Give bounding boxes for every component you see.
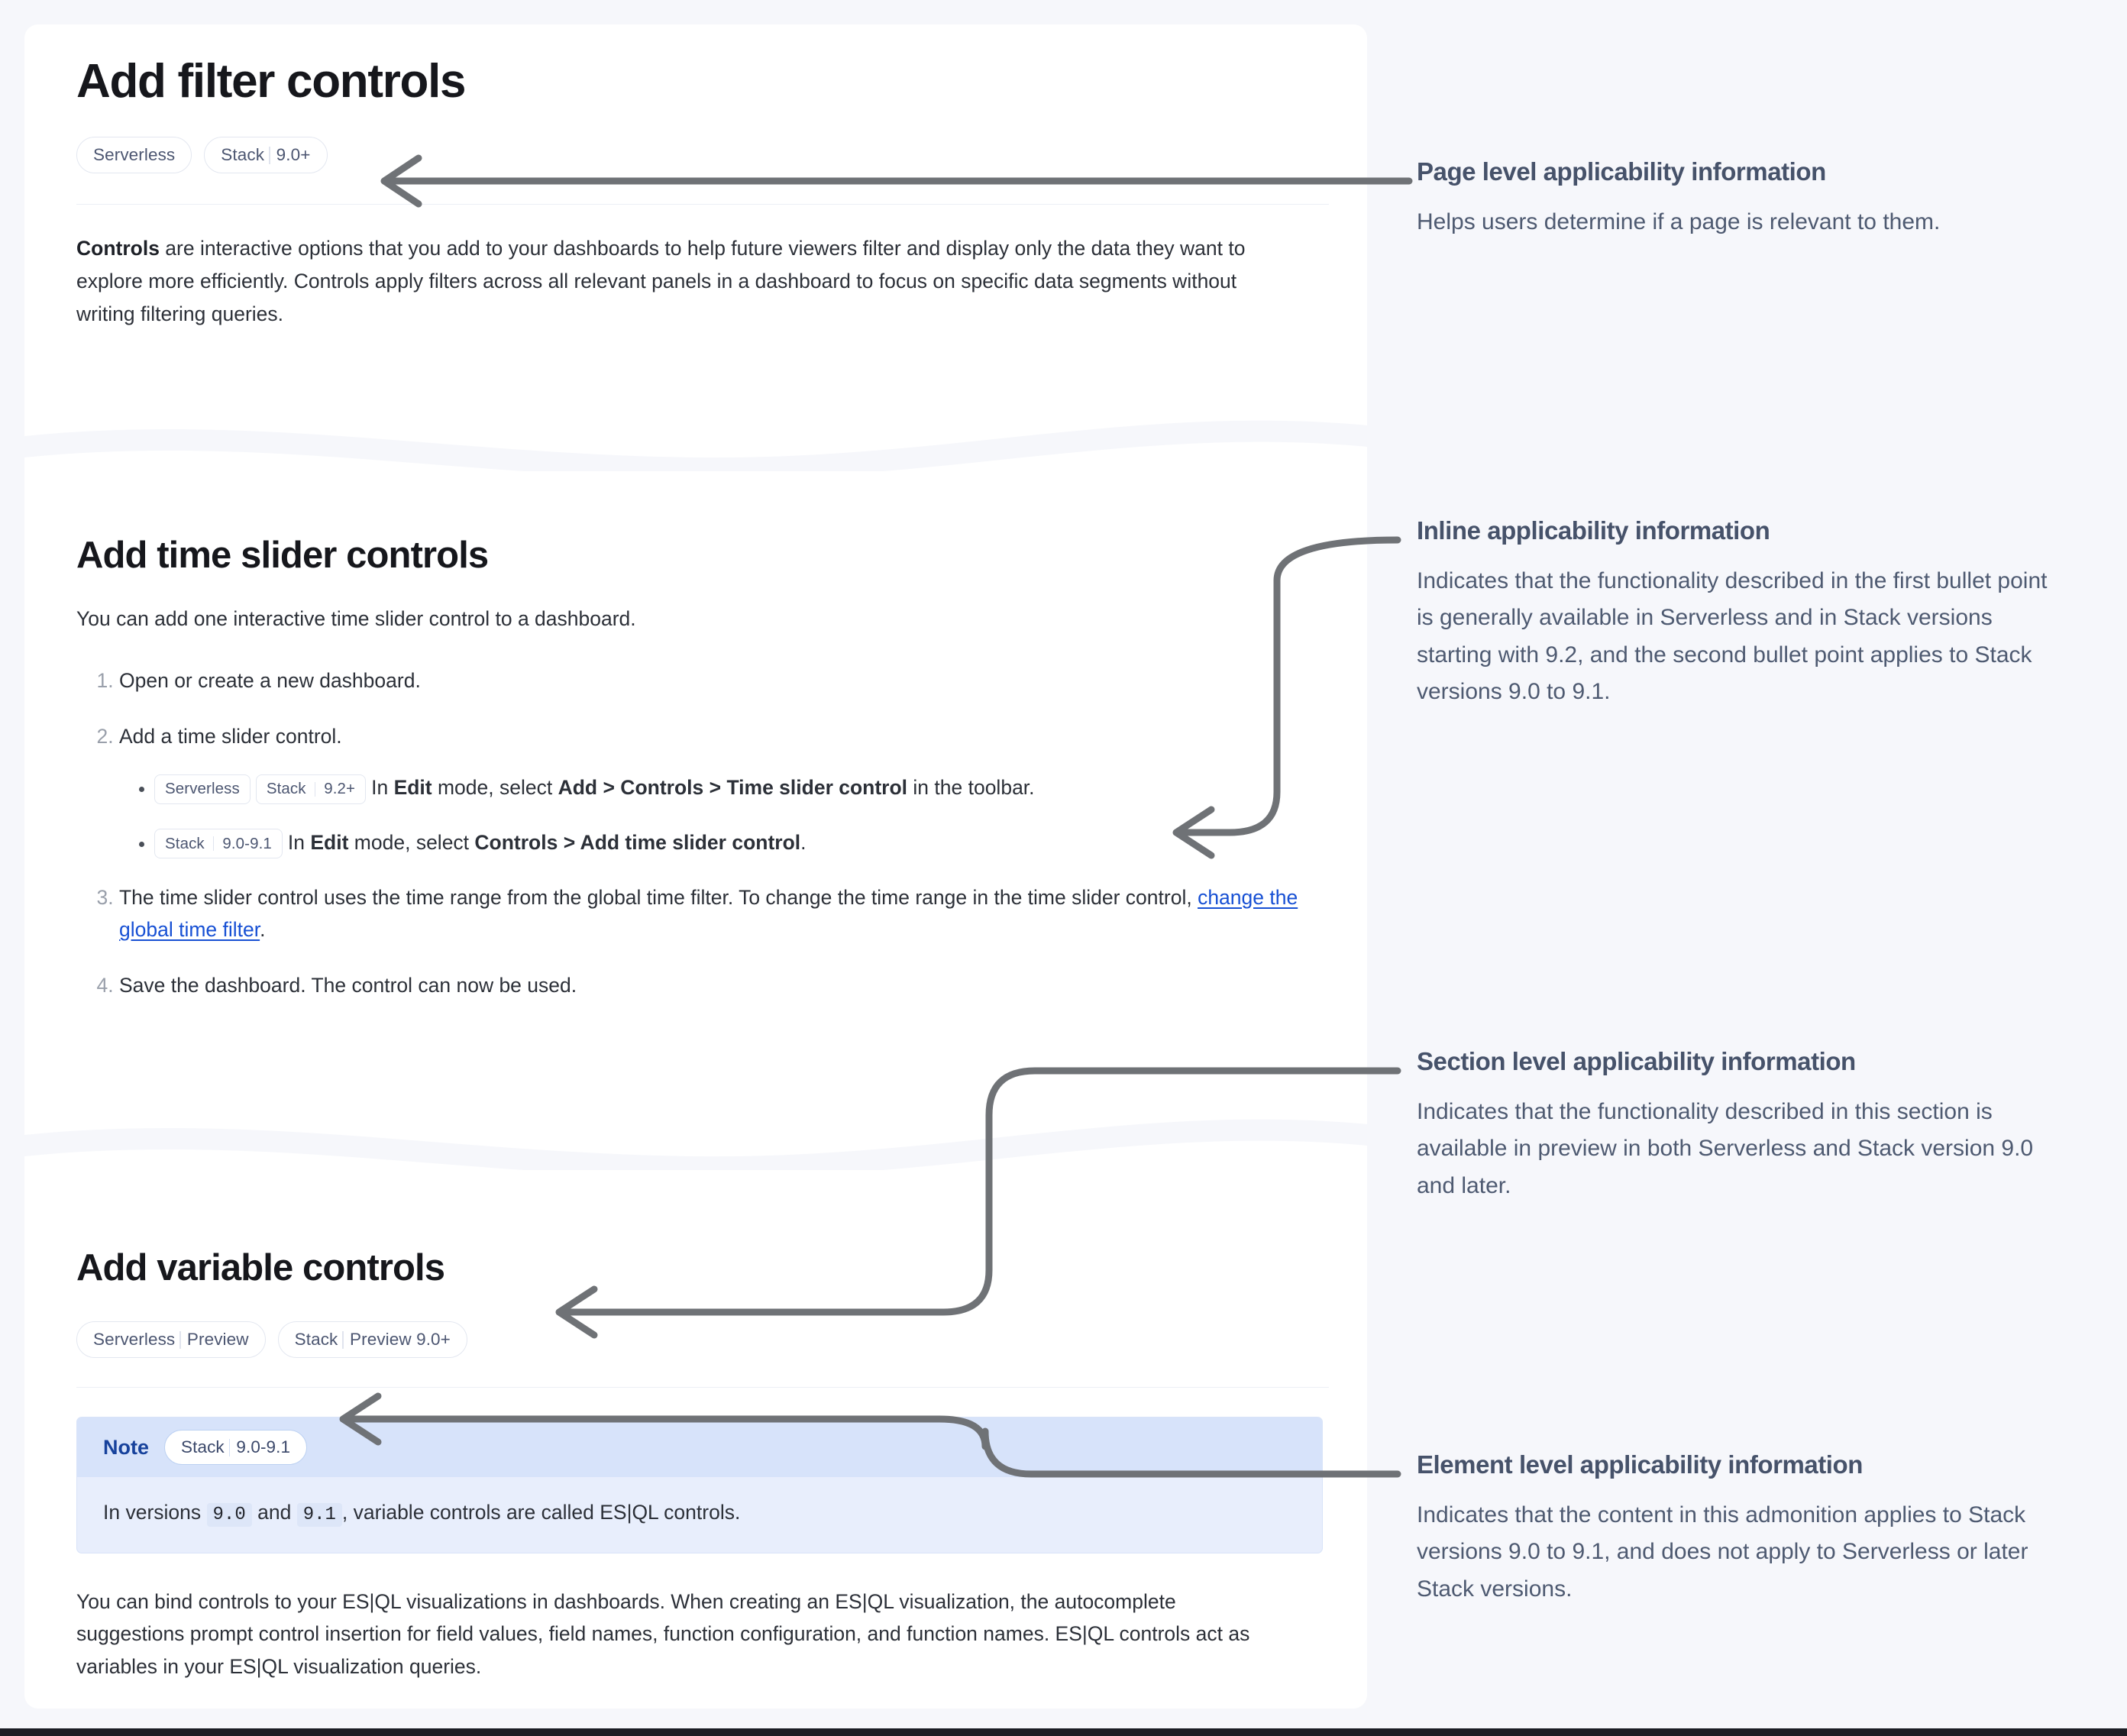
variable-controls-section-card: Add variable controls Serverless Preview… xyxy=(24,1170,1367,1709)
badge-separator xyxy=(228,1438,231,1456)
note-body: In versions 9.0 and 9.1, variable contro… xyxy=(103,1501,741,1527)
annotation-page-level: Page level applicability information Hel… xyxy=(1417,157,2058,241)
step-3: The time slider control uses the time ra… xyxy=(119,881,1311,946)
badge-version: 9.0-9.1 xyxy=(236,1437,291,1457)
badge-label: Serverless xyxy=(165,780,240,798)
badge-version: 9.2+ xyxy=(324,780,356,798)
step-text: Open or create a new dashboard. xyxy=(119,669,421,693)
badge-version: Preview 9.0+ xyxy=(350,1330,451,1350)
link-change-global-time-filter[interactable]: change the global time filter xyxy=(119,886,1298,942)
badge-label: Stack xyxy=(221,145,265,165)
badge-label: Stack xyxy=(165,834,205,852)
intro-lead-bold: Controls xyxy=(76,237,160,260)
note-admonition: Note Stack 9.0-9.1 In versions 9.0 and 9… xyxy=(76,1417,1323,1553)
time-slider-section-card: Add time slider controls You can add one… xyxy=(24,471,1367,1113)
subbullet-text: In Edit mode, select Controls > Add time… xyxy=(287,830,807,854)
page-title: Add filter controls xyxy=(76,55,467,108)
annotation-title: Element level applicability information xyxy=(1417,1450,1863,1479)
code-version-91: 9.1 xyxy=(296,1503,342,1527)
wave-divider-top xyxy=(24,410,1367,471)
annotation-text: Indicates that the content in this admon… xyxy=(1417,1502,2028,1602)
step-4: Save the dashboard. The control can now … xyxy=(119,969,1329,1001)
subbullet-text: In Edit mode, select Add > Controls > Ti… xyxy=(371,776,1035,800)
badge-stack-version[interactable]: Stack 9.0+ xyxy=(204,137,328,174)
badge-label: Serverless xyxy=(93,1330,176,1350)
section-divider xyxy=(76,1387,1329,1388)
badge-version: 9.0+ xyxy=(276,145,311,165)
header-divider xyxy=(76,204,1329,205)
annotation-section-level: Section level applicability information … xyxy=(1417,1046,2058,1204)
note-badge-stack-90-91[interactable]: Stack 9.0-9.1 xyxy=(164,1430,308,1466)
badge-stack-preview-90[interactable]: Stack Preview 9.0+ xyxy=(277,1321,467,1359)
section-title-variable-controls: Add variable controls xyxy=(76,1247,445,1288)
time-slider-steps: Open or create a new dashboard. Add a ti… xyxy=(76,664,1329,1001)
annotation-element-level: Element level applicability information … xyxy=(1417,1450,2058,1608)
page-intro-paragraph: Controls are interactive options that yo… xyxy=(76,232,1279,331)
section-applicability-badges: Serverless Preview Stack Preview 9.0+ xyxy=(76,1321,1329,1359)
annotation-text: Indicates that the functionality describ… xyxy=(1417,1098,2034,1198)
badge-version: Preview xyxy=(186,1330,249,1350)
step-text: The time slider control uses the time ra… xyxy=(119,886,1198,910)
step-2-subbullets: Serverless Stack 9.2+ In Edit mode, sele… xyxy=(119,772,1329,859)
inline-badge-stack-92[interactable]: Stack 9.2+ xyxy=(255,774,367,804)
badge-label: Stack xyxy=(266,780,306,798)
step-text-tail: . xyxy=(260,918,266,942)
badge-version: 9.0-9.1 xyxy=(222,834,272,852)
inline-badge-stack-90-91[interactable]: Stack 9.0-9.1 xyxy=(154,829,283,859)
documentation-column: Add filter controls Serverless Stack 9.0… xyxy=(24,24,1367,1709)
subbullet-1: Serverless Stack 9.2+ In Edit mode, sele… xyxy=(154,772,1329,804)
annotation-title: Page level applicability information xyxy=(1417,157,1826,186)
wave-divider-bottom xyxy=(24,1109,1367,1170)
annotation-text: Helps users determine if a page is relev… xyxy=(1417,209,1941,234)
badge-separator xyxy=(269,146,270,164)
badge-serverless-preview[interactable]: Serverless Preview xyxy=(76,1321,266,1359)
page-applicability-badges: Serverless Stack 9.0+ xyxy=(76,137,1329,174)
badge-label: Stack xyxy=(294,1330,338,1350)
badge-separator xyxy=(342,1330,344,1349)
annotation-title: Inline applicability information xyxy=(1417,516,1770,545)
note-label: Note xyxy=(103,1435,149,1459)
page-header-card: Add filter controls Serverless Stack 9.0… xyxy=(24,24,1367,414)
badge-label: Stack xyxy=(181,1437,225,1457)
badge-separator xyxy=(314,781,316,797)
intro-rest: are interactive options that you add to … xyxy=(76,237,1246,326)
badge-separator xyxy=(212,836,215,852)
annotation-inline-level: Inline applicability information Indicat… xyxy=(1417,516,2058,711)
code-version-90: 9.0 xyxy=(206,1503,252,1527)
step-1: Open or create a new dashboard. xyxy=(119,664,1329,697)
inline-badge-serverless[interactable]: Serverless xyxy=(154,774,251,804)
step-text: Save the dashboard. The control can now … xyxy=(119,973,577,997)
annotation-text: Indicates that the functionality describ… xyxy=(1417,567,2048,705)
step-text: Add a time slider control. xyxy=(119,724,342,748)
badge-separator xyxy=(179,1330,181,1349)
note-header: Note Stack 9.0-9.1 xyxy=(77,1418,1322,1478)
subbullet-2: Stack 9.0-9.1 In Edit mode, select Contr… xyxy=(154,827,1329,859)
variable-controls-paragraph: You can bind controls to your ES|QL visu… xyxy=(76,1589,1250,1679)
time-slider-intro: You can add one interactive time slider … xyxy=(76,607,636,631)
badge-label: Serverless xyxy=(93,145,176,165)
section-title-time-slider: Add time slider controls xyxy=(76,535,489,576)
annotation-title: Section level applicability information xyxy=(1417,1047,1856,1075)
step-2: Add a time slider control. Serverless St… xyxy=(119,720,1329,859)
badge-serverless[interactable]: Serverless xyxy=(76,137,192,174)
